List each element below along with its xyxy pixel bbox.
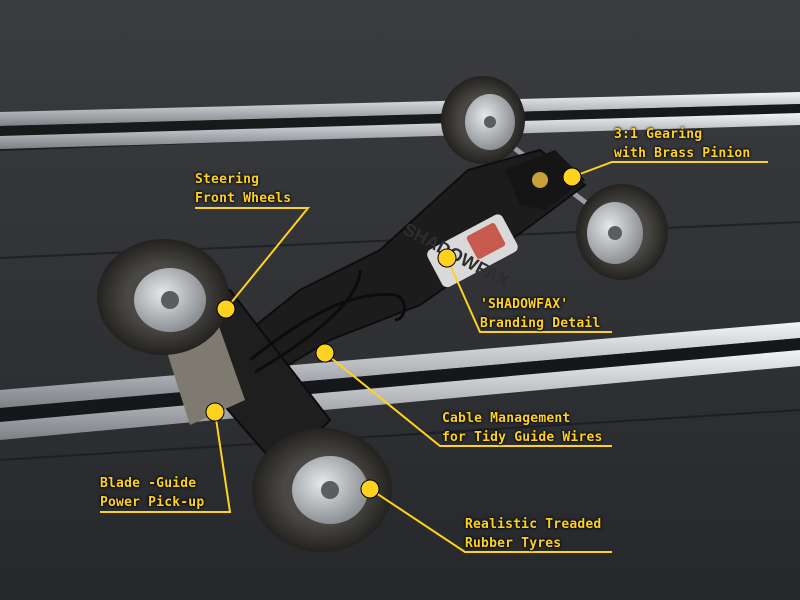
front-right-wheel: [252, 428, 392, 552]
callout-cable-line2: for Tidy Guide Wires: [442, 430, 603, 445]
callout-gearing-line1: 3:1 Gearing: [614, 127, 703, 142]
callout-pickup-line1: Blade -Guide: [100, 476, 197, 491]
leader-gearing: [571, 161, 768, 178]
callout-branding-line1: 'SHADOWFAX': [480, 297, 569, 312]
callout-leaders: [100, 161, 768, 553]
dot-gearing: [562, 167, 582, 187]
guide-wire: [254, 269, 362, 374]
callout-tyres-line1: Realistic Treaded: [465, 517, 602, 532]
dot-tyres: [360, 479, 380, 499]
callout-pickup-line2: Power Pick-up: [100, 495, 205, 510]
dot-steering: [216, 299, 236, 319]
brass-pinion: [532, 172, 548, 188]
callout-branding-line2: Branding Detail: [480, 316, 601, 331]
dot-pickup: [205, 402, 225, 422]
leader-pickup: [100, 411, 232, 513]
motor-label: [466, 223, 506, 259]
callout-cable: Cable Management for Tidy Guide Wires: [442, 409, 603, 447]
rear-left-wheel: [441, 76, 525, 164]
callout-dots: [205, 167, 582, 499]
callout-tyres-line2: Rubber Tyres: [465, 536, 562, 551]
leader-tyres: [369, 488, 612, 553]
leader-steering: [195, 207, 311, 310]
front-left-wheel: [97, 239, 229, 355]
guide-wire: [249, 292, 406, 362]
callout-pickup: Blade -Guide Power Pick-up: [100, 474, 204, 512]
callout-branding: 'SHADOWFAX' Branding Detail: [480, 295, 600, 333]
callout-cable-line1: Cable Management: [442, 411, 571, 426]
rear-right-wheel: [576, 184, 668, 280]
callout-gearing-line2: with Brass Pinion: [614, 146, 751, 161]
upper-rail-a: [0, 92, 800, 126]
upper-rail-b: [0, 113, 800, 149]
callout-gearing: 3:1 Gearing with Brass Pinion: [614, 125, 750, 163]
callout-tyres: Realistic Treaded Rubber Tyres: [465, 515, 601, 553]
track-seam: [0, 409, 800, 461]
leader-cable: [324, 352, 612, 447]
dot-cable: [315, 343, 335, 363]
callout-steering: Steering Front Wheels: [195, 170, 291, 208]
upper-slot: [0, 104, 800, 136]
dot-branding: [437, 248, 457, 268]
callout-steering-line2: Front Wheels: [195, 191, 292, 206]
callout-steering-line1: Steering: [195, 172, 260, 187]
leader-branding: [446, 257, 612, 333]
